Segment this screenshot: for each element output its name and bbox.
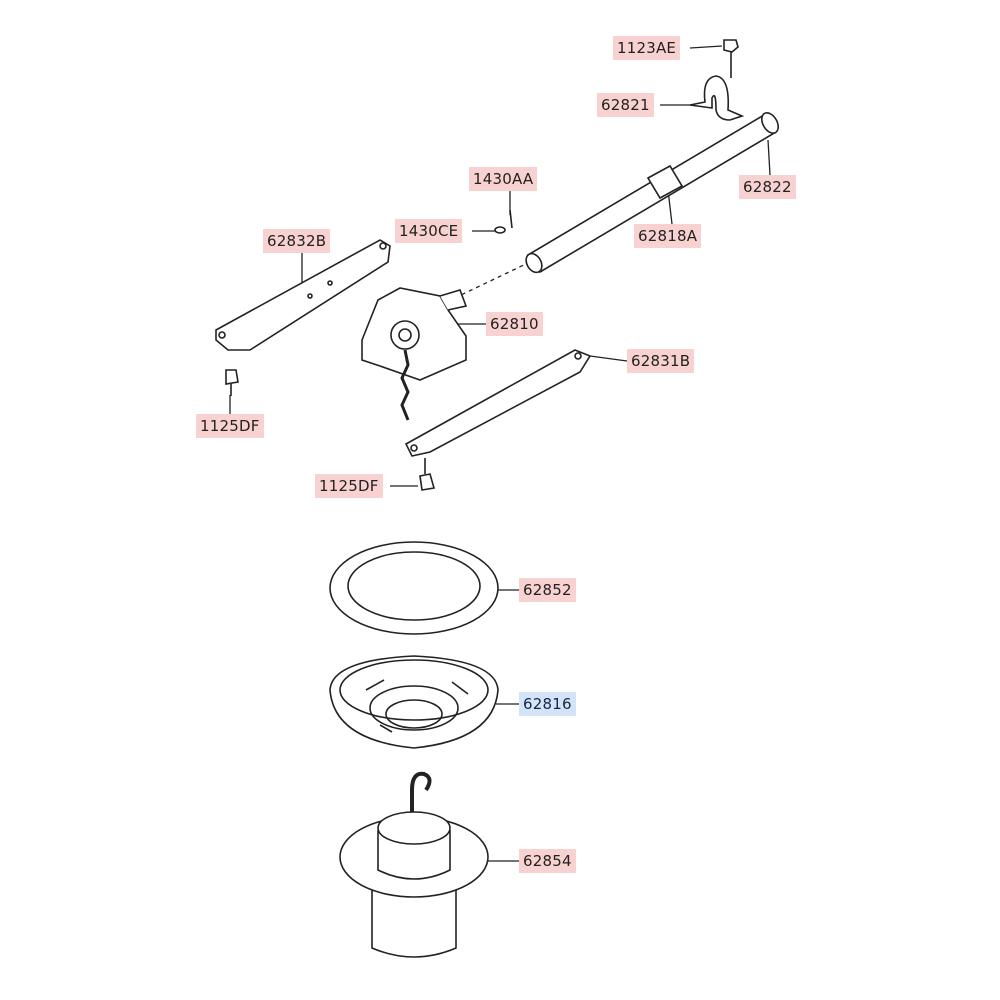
part-label-1125DF-bottom[interactable]: 1125DF xyxy=(315,474,383,498)
bracket-62831B xyxy=(404,349,592,491)
part-label-62832B[interactable]: 62832B xyxy=(263,229,331,253)
part-label-62816[interactable]: 62816 xyxy=(519,692,576,716)
part-label-1125DF-left[interactable]: 1125DF xyxy=(196,414,264,438)
clamp-62821 xyxy=(689,75,745,121)
part-label-62831B[interactable]: 62831B xyxy=(627,349,695,373)
plate-62816 xyxy=(329,655,499,749)
part-label-62854[interactable]: 62854 xyxy=(519,849,576,873)
part-label-62821[interactable]: 62821 xyxy=(597,93,654,117)
part-label-1123AE[interactable]: 1123AE xyxy=(613,36,681,60)
part-label-62822[interactable]: 62822 xyxy=(739,175,796,199)
bracket-62832B xyxy=(215,239,391,396)
part-label-62852[interactable]: 62852 xyxy=(519,578,576,602)
holder-62854 xyxy=(339,771,489,958)
pin-1430 xyxy=(494,209,513,234)
part-label-62818A[interactable]: 62818A xyxy=(634,224,702,248)
winch-62810 xyxy=(361,287,468,421)
bolt-1123AE xyxy=(723,39,739,78)
part-label-62810[interactable]: 62810 xyxy=(486,312,543,336)
leader-lines xyxy=(229,45,771,862)
part-label-1430AA[interactable]: 1430AA xyxy=(469,167,538,191)
part-label-1430CE[interactable]: 1430CE xyxy=(395,219,463,243)
ring-62852 xyxy=(329,541,499,635)
shaft-62822 xyxy=(525,112,779,274)
